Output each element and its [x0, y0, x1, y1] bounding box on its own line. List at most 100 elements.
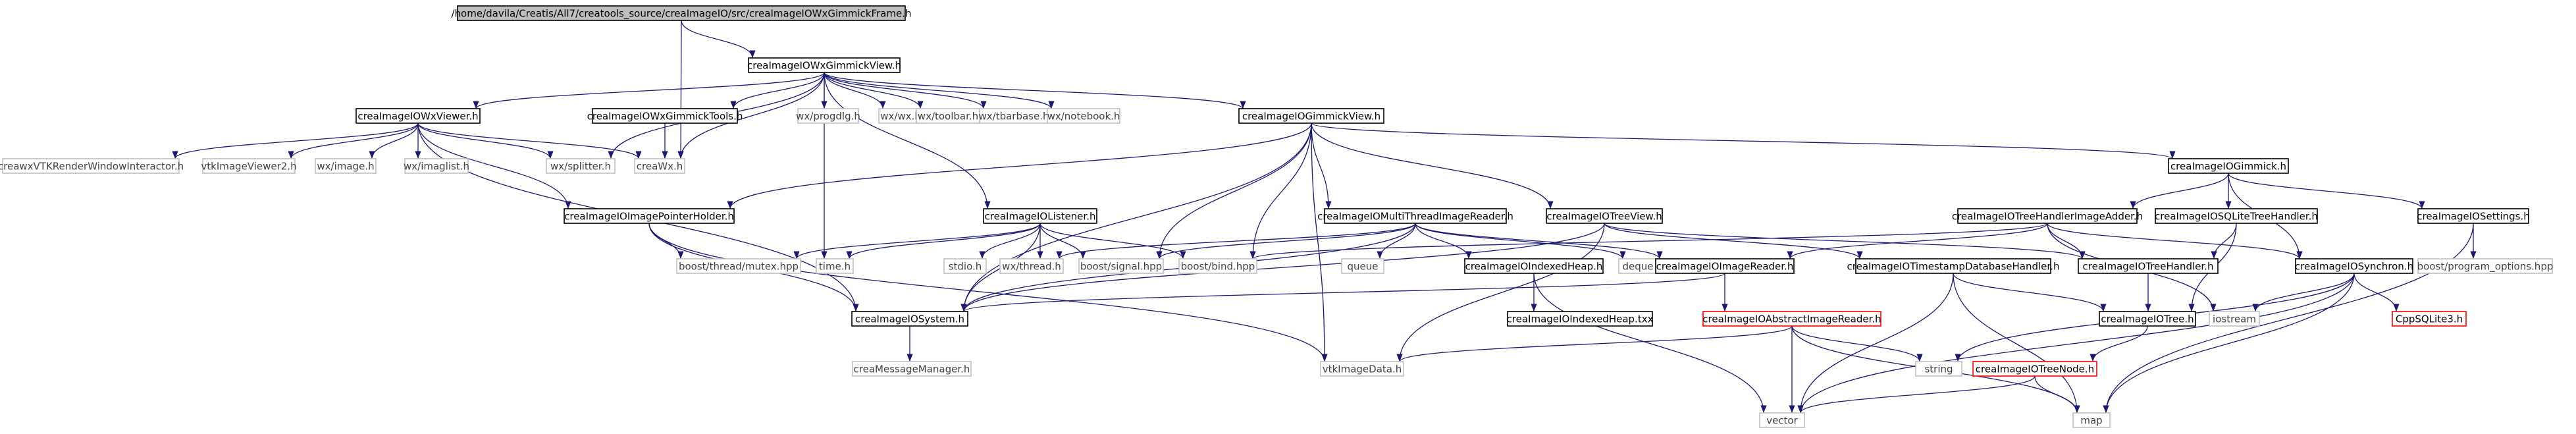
edge-wxviewer-to-creawx: [417, 122, 642, 159]
node-bind: boost/bind.hpp: [1178, 258, 1257, 274]
edge-treeview-to-treehandler: [1604, 223, 2086, 259]
node-gimmick[interactable]: creaImageIOGimmick.h: [2168, 158, 2289, 174]
node-progopts: boost/program_options.hpp: [2417, 258, 2553, 274]
node-box: [676, 258, 801, 274]
node-sqlite3[interactable]: CppSQLite3.h: [2392, 311, 2467, 327]
edge-tsdbhandler-to-map: [1953, 273, 2080, 414]
node-treehandler[interactable]: creaImageIOTreeHandler.h: [2078, 258, 2219, 274]
node-treenode[interactable]: creaImageIOTreeNode.h: [1972, 361, 2097, 377]
edge-gimmick-to-settings: [2228, 173, 2425, 209]
node-pointerholder[interactable]: creaImageIOImagePointerHolder.h: [564, 208, 735, 224]
node-treeh[interactable]: creaImageIOTree.h: [2099, 311, 2196, 327]
node-box: [2417, 258, 2553, 274]
edge-synchron-to-vector: [1797, 273, 2355, 414]
node-label: wx/splitter.h: [550, 161, 611, 173]
node-box: [404, 158, 469, 174]
node-sqlitehandler[interactable]: creaImageIOSQLiteTreeHandler.h: [2155, 208, 2318, 224]
node-label: creaImageIOGimmick.h: [2170, 161, 2286, 173]
node-mutex: boost/thread/mutex.hpp: [676, 258, 801, 274]
node-label: wx/wx.h: [880, 111, 921, 122]
node-box: [1759, 412, 1805, 428]
edge-synchron-to-sqlite3: [2353, 273, 2400, 312]
node-indexedheaptxx[interactable]: creaImageIOIndexedHeap.txx: [1507, 311, 1654, 327]
node-box: [1702, 311, 1881, 327]
node-notebook: wx/notebook.h: [1047, 108, 1120, 124]
node-box: [748, 57, 901, 73]
edge-tsdbhandler-to-vector: [1797, 273, 1954, 414]
node-system[interactable]: creaImageIOSystem.h: [851, 311, 968, 327]
node-label: wx/imaglist.h: [404, 161, 469, 173]
node-box: [999, 258, 1064, 274]
edge-treenode-to-vector: [1797, 375, 2036, 414]
node-mtreader[interactable]: creaImageIOMultiThreadImageReader.h: [1317, 208, 1513, 224]
node-box: [1655, 258, 1795, 274]
node-label: creaImageIOImagePointerHolder.h: [564, 211, 734, 223]
edge-listener-to-mutex: [793, 223, 1041, 259]
node-label: creaImageIOTreeView.h: [1546, 211, 1662, 223]
edge-absreader-to-stringn: [1791, 325, 1923, 362]
node-vtkimagedata: vtkImageData.h: [1320, 361, 1404, 377]
edge-wxgv-to-wxtools: [730, 72, 825, 109]
node-box: [1915, 361, 1962, 377]
node-label: iostream: [2213, 313, 2256, 325]
node-label: creaImageIOAbstractImageReader.h: [1702, 313, 1881, 325]
edge-wxviewer-to-pointerholder: [417, 122, 571, 209]
node-gimmickview[interactable]: creaImageIOGimmickView.h: [1238, 108, 1384, 124]
node-label: map: [2080, 415, 2102, 427]
edge-thimageadder-to-synchron: [2047, 223, 2303, 259]
node-box: [2209, 311, 2260, 327]
edge-gimmickview-to-vtkimagedata: [1311, 122, 1328, 362]
edge-wxgv-to-wxwx: [824, 72, 886, 109]
node-box: [2072, 412, 2111, 428]
node-listener[interactable]: creaImageIOListener.h: [983, 208, 1097, 224]
edge-tsdbhandler-to-treeh: [1953, 273, 2107, 312]
node-wxviewer[interactable]: creaImageIOWxViewer.h: [355, 108, 481, 124]
node-box: [943, 258, 987, 274]
node-box: [851, 311, 968, 327]
edge-treeh-to-treenode: [2090, 325, 2148, 362]
edge-wxviewer-to-splitter: [417, 122, 554, 159]
node-label: wx/tbarbase.h: [979, 111, 1049, 122]
node-label: wx/image.h: [317, 161, 374, 173]
edge-imagereader-to-system: [960, 273, 1725, 312]
node-label: queue: [1348, 261, 1379, 273]
node-wxtools[interactable]: creaImageIOWxGimmickTools.h: [587, 108, 743, 124]
node-stdio: stdio.h: [943, 258, 987, 274]
edge-mtreader-to-signal: [1156, 223, 1416, 259]
node-timeh: time.h: [816, 258, 854, 274]
node-root[interactable]: /home/davila/Creatis/All7/creatools_sour…: [451, 5, 912, 21]
edge-gimmick-to-thimageadder: [2130, 173, 2229, 209]
node-thimageadder[interactable]: creaImageIOTreeHandlerImageAdder.h: [1952, 208, 2143, 224]
node-label: CppSQLite3.h: [2396, 313, 2463, 325]
node-stringn: string: [1915, 361, 1962, 377]
node-box: [2392, 311, 2467, 327]
node-absreader[interactable]: creaImageIOAbstractImageReader.h: [1702, 311, 1881, 327]
node-tsdbhandler[interactable]: creaImageIOTimestampDatabaseHandler.h: [1847, 258, 2060, 274]
node-box: [1320, 361, 1404, 377]
node-label: deque: [1622, 261, 1653, 273]
node-imagereader[interactable]: creaImageIOImageReader.h: [1655, 258, 1795, 274]
edge-mtreader-to-deque: [1415, 223, 1626, 259]
node-indexedheap[interactable]: creaImageIOIndexedHeap.h: [1464, 258, 1604, 274]
node-label: creawxVTKRenderWindowInteractor.h: [0, 161, 184, 173]
node-label: creaImageIOWxGimmickTools.h: [587, 111, 743, 122]
node-synchron[interactable]: creaImageIOSynchron.h: [2295, 258, 2413, 274]
node-toolbar: wx/toolbar.h: [916, 108, 980, 124]
edge-gimmickview-to-signal: [1156, 122, 1312, 259]
node-label: creaImageIOIndexedHeap.h: [1465, 261, 1603, 273]
node-creawx: creaWx.h: [634, 158, 685, 174]
edge-wxviewer-to-wximage: [369, 122, 419, 159]
edge-pointerholder-to-mutex: [648, 223, 684, 259]
node-box: [2168, 158, 2289, 174]
node-label: creaImageIOTreeNode.h: [1976, 364, 2094, 375]
edge-wxgv-to-listener: [824, 72, 991, 209]
edge-wxgv-to-toolbar: [824, 72, 924, 109]
node-label: wx/toolbar.h: [918, 111, 978, 122]
node-wxgv[interactable]: creaImageIOWxGimmickView.h: [747, 57, 901, 73]
node-tbarbase: wx/tbarbase.h: [979, 108, 1049, 124]
node-treeview[interactable]: creaImageIOTreeView.h: [1546, 208, 1663, 224]
node-splitter: wx/splitter.h: [546, 158, 616, 174]
node-label: wx/thread.h: [1002, 261, 1061, 273]
node-settings[interactable]: creaImageIOSettings.h: [2417, 208, 2530, 224]
